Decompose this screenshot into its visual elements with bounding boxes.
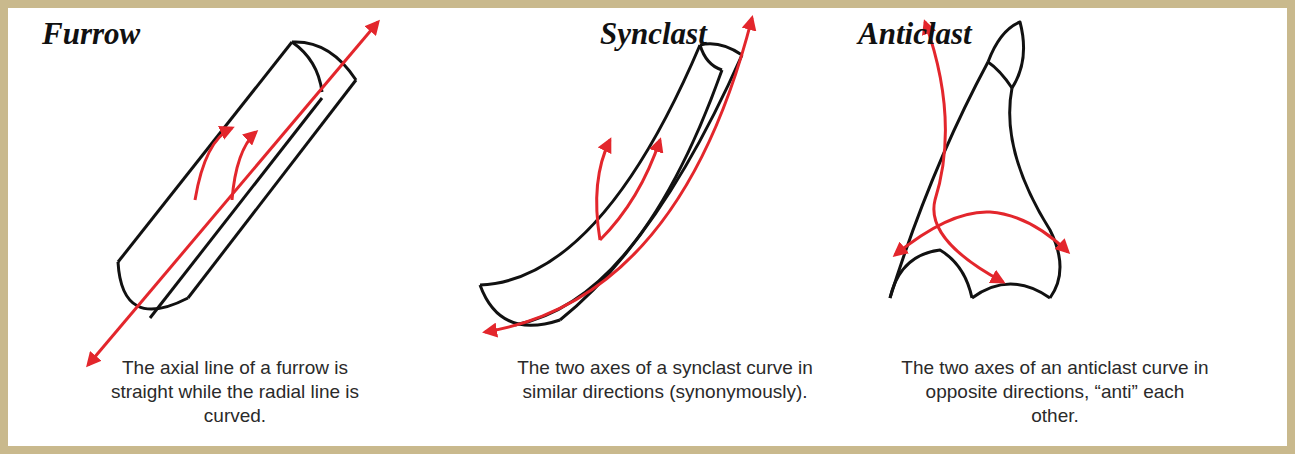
anticlast-axes	[895, 22, 1068, 282]
panel-caption: The two axes of a synclast curve in simi…	[510, 356, 820, 404]
panel-heading: Furrow	[42, 16, 140, 52]
anticlast-shape	[890, 22, 1060, 298]
furrow-axes	[88, 22, 378, 365]
panel-heading: Anticlast	[858, 16, 972, 52]
panel-heading: Synclast	[600, 16, 707, 52]
panel-caption: The axial line of a furrow is straight w…	[95, 356, 375, 428]
synclast-shape	[480, 44, 742, 326]
panel-caption: The two axes of an anticlast curve in op…	[900, 356, 1210, 428]
furrow-shape	[118, 42, 356, 318]
synclast-axes	[485, 18, 752, 332]
